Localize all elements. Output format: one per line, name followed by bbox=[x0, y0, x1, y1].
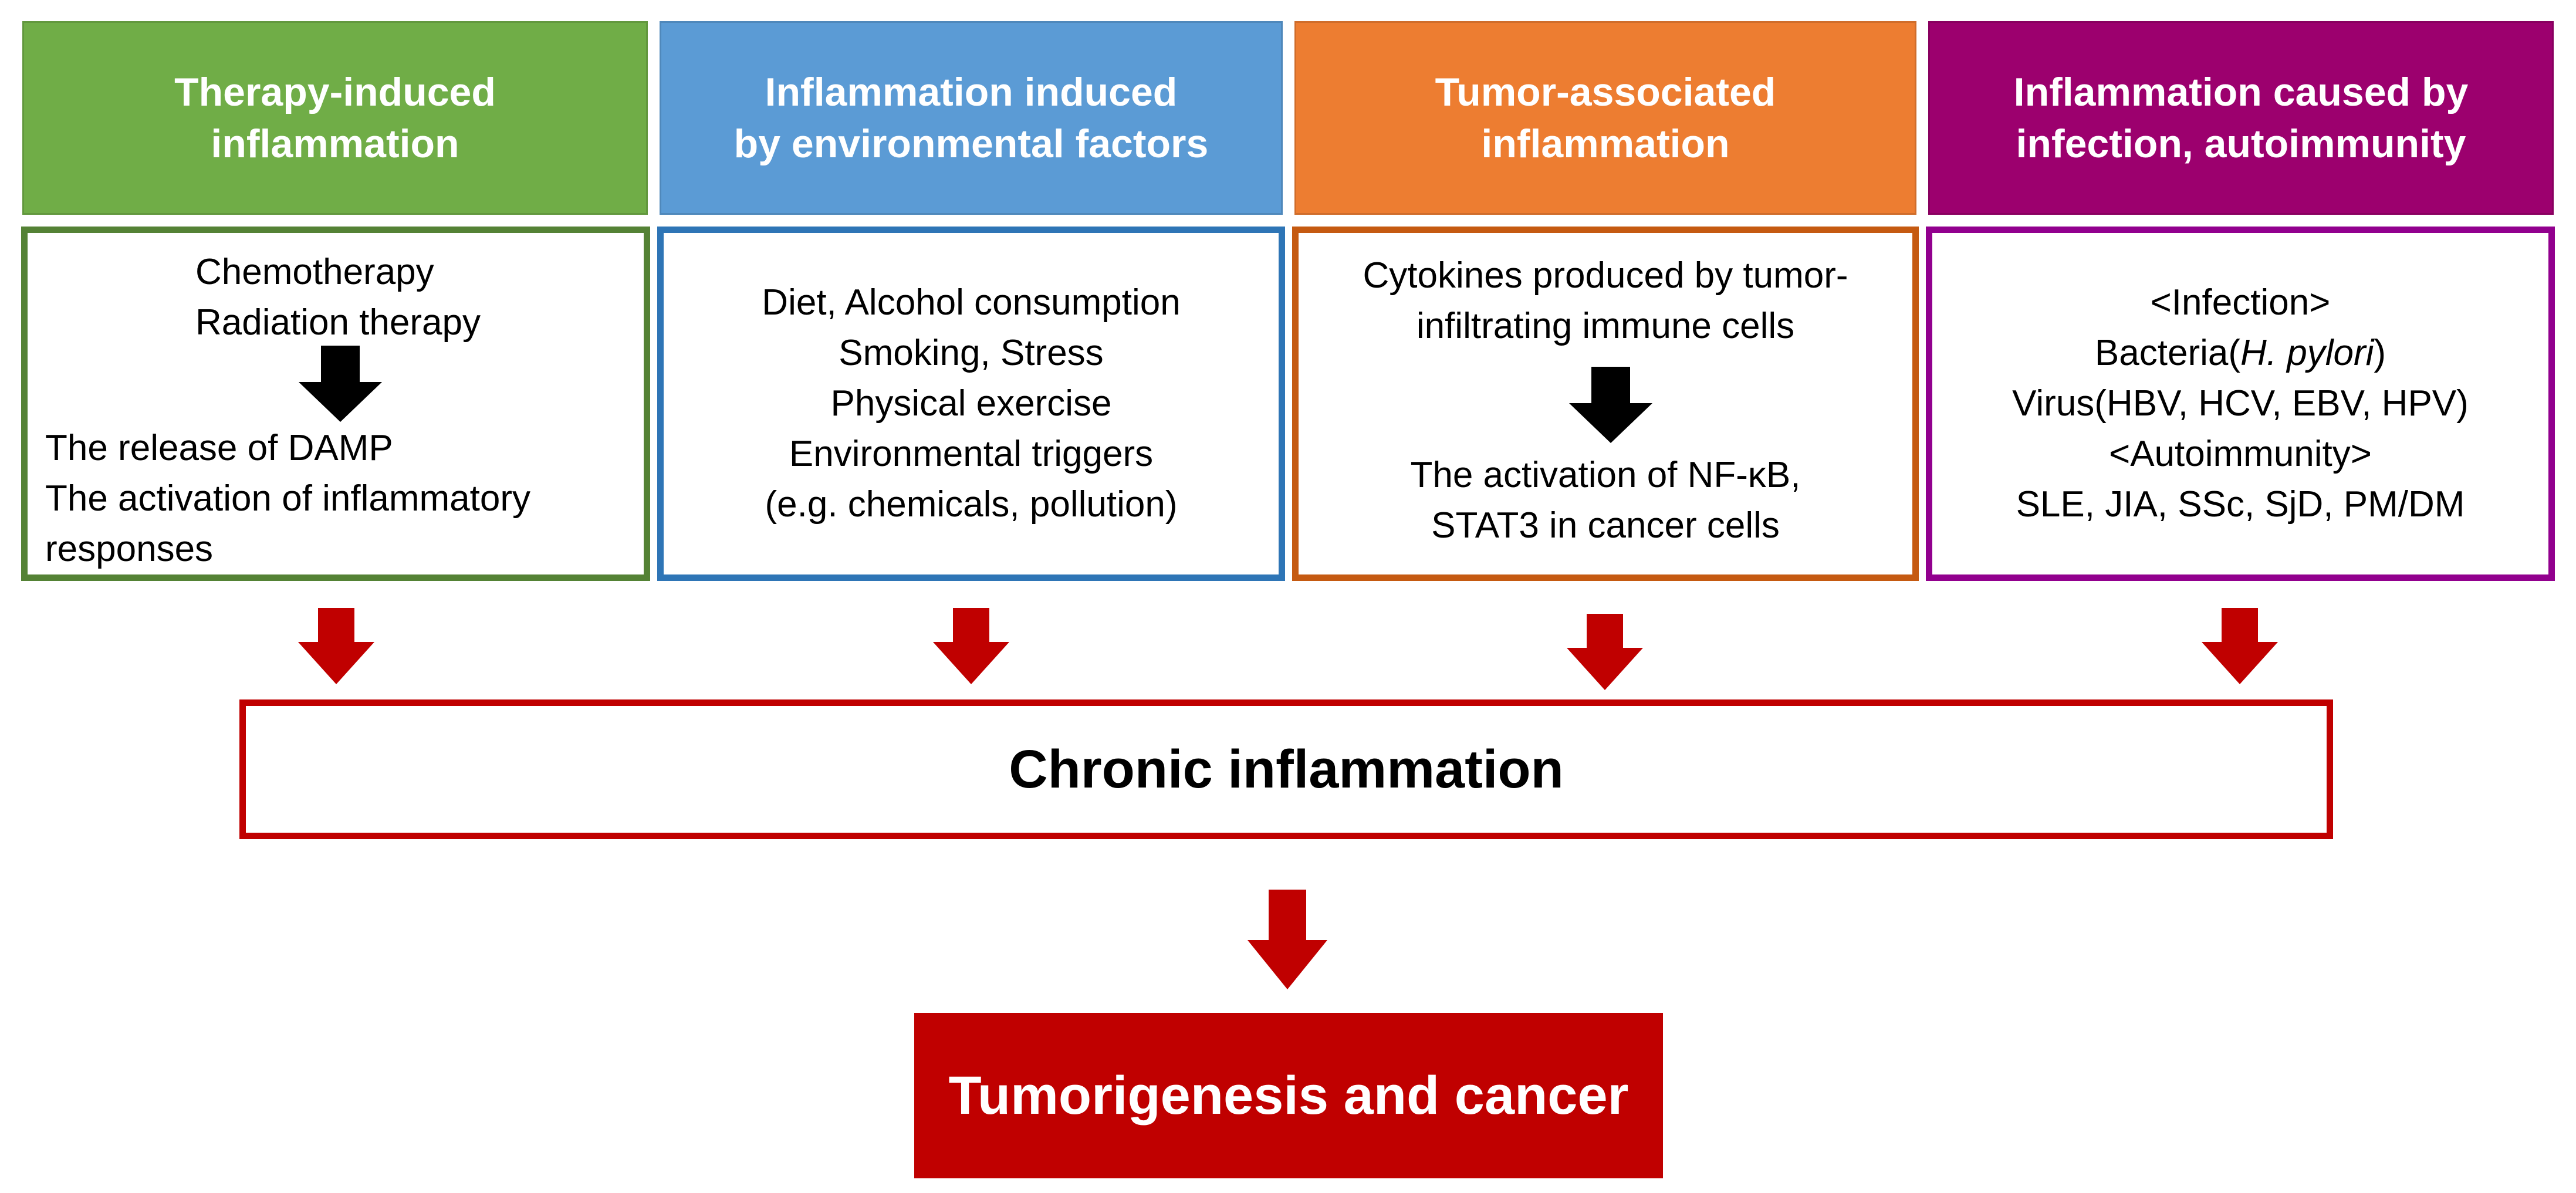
box-environmental-factors: Diet, Alcohol consumption Smoking, Stres… bbox=[657, 227, 1285, 581]
header-line: inflammation bbox=[211, 121, 459, 166]
box-tumor-associated: Cytokines produced by tumor- infiltratin… bbox=[1292, 227, 1919, 581]
text-bacteria-suffix: ) bbox=[2374, 333, 2386, 373]
text-diseases: SLE, JIA, SSc, SjD, PM/DM bbox=[2016, 484, 2465, 525]
text-activation-inflammatory: The activation of inflammatory bbox=[45, 478, 531, 519]
header-line: inflammation bbox=[1481, 121, 1730, 166]
text-stat3: STAT3 in cancer cells bbox=[1431, 505, 1780, 546]
chronic-inflammation-label: Chronic inflammation bbox=[1009, 739, 1564, 799]
text-diet-alcohol: Diet, Alcohol consumption bbox=[762, 282, 1181, 323]
red-down-arrow-1 bbox=[298, 608, 374, 684]
text-release-damp: The release of DAMP bbox=[45, 428, 393, 468]
header-line: by environmental factors bbox=[733, 121, 1209, 166]
box-infection-autoimmunity: <Infection> Bacteria(H. pylori) Virus(HB… bbox=[1926, 227, 2555, 581]
red-down-arrow-2 bbox=[933, 608, 1009, 684]
red-down-arrow-outcome bbox=[1248, 890, 1327, 989]
text-chemotherapy: Chemotherapy bbox=[195, 252, 434, 292]
header-therapy-induced: Therapy-induced inflammation bbox=[22, 21, 648, 215]
text-bacteria-species: H. pylori bbox=[2240, 333, 2374, 373]
header-environmental-factors: Inflammation induced by environmental fa… bbox=[660, 21, 1283, 215]
text-autoimmunity-label: <Autoimmunity> bbox=[2109, 434, 2372, 474]
red-down-arrow-3 bbox=[1567, 614, 1643, 690]
text-responses: responses bbox=[45, 529, 214, 569]
black-down-arrow bbox=[1569, 367, 1652, 443]
text-cytokines: Cytokines produced by tumor- bbox=[1363, 255, 1848, 296]
text-infiltrating-cells: infiltrating immune cells bbox=[1416, 306, 1795, 346]
header-tumor-associated: Tumor-associated inflammation bbox=[1294, 21, 1916, 215]
tumorigenesis-box: Tumorigenesis and cancer bbox=[914, 1013, 1663, 1178]
black-down-arrow bbox=[299, 346, 382, 422]
text-infection-label: <Infection> bbox=[2150, 282, 2331, 323]
text-environmental-triggers: Environmental triggers bbox=[789, 434, 1154, 474]
header-line: Therapy-induced bbox=[174, 70, 496, 114]
text-bacteria-prefix: Bacteria( bbox=[2094, 333, 2241, 373]
text-activation-nfkb: The activation of NF-κB, bbox=[1410, 455, 1801, 495]
text-physical-exercise: Physical exercise bbox=[830, 383, 1112, 424]
header-infection-autoimmunity: Inflammation caused by infection, autoim… bbox=[1928, 21, 2554, 215]
text-radiation-therapy: Radiation therapy bbox=[195, 302, 481, 343]
tumorigenesis-label: Tumorigenesis and cancer bbox=[948, 1065, 1629, 1126]
text-chemicals-pollution: (e.g. chemicals, pollution) bbox=[765, 484, 1178, 525]
box-therapy-induced: Chemotherapy Radiation therapy The relea… bbox=[21, 227, 650, 581]
red-down-arrow-4 bbox=[2202, 608, 2278, 684]
header-line: Inflammation caused by bbox=[2013, 70, 2469, 114]
text-bacteria: Bacteria(H. pylori) bbox=[2095, 328, 2386, 378]
header-line: Inflammation induced bbox=[765, 70, 1178, 114]
header-line: Tumor-associated bbox=[1435, 70, 1776, 114]
text-smoking-stress: Smoking, Stress bbox=[839, 333, 1104, 373]
text-virus: Virus(HBV, HCV, EBV, HPV) bbox=[2012, 383, 2469, 424]
chronic-inflammation-box: Chronic inflammation bbox=[239, 699, 2333, 839]
header-line: infection, autoimmunity bbox=[2016, 121, 2466, 166]
